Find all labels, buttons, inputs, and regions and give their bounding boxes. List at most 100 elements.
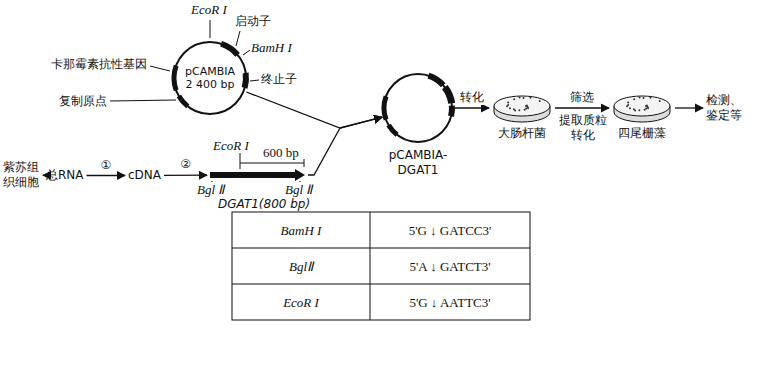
colony-dot — [514, 109, 516, 111]
plasmid-segment — [245, 73, 246, 88]
plasmid-backbone — [384, 74, 452, 142]
colony-dot — [527, 107, 529, 109]
colony-dot — [634, 109, 636, 111]
leader-line — [236, 31, 240, 46]
colony-dot — [513, 98, 515, 100]
colony-dot — [526, 105, 528, 107]
flow-arrow — [43, 175, 46, 176]
site-label: EcoR I — [190, 2, 228, 17]
flow-arrow — [555, 107, 609, 108]
table-line — [232, 248, 530, 249]
flow-arrow — [675, 107, 703, 108]
colony-dot — [627, 101, 629, 103]
plasmid-segment — [179, 96, 188, 106]
length-label: 600 bp — [262, 145, 300, 160]
colony-dot — [529, 97, 531, 99]
colony-dot — [633, 98, 635, 100]
node-text: pCAMBIA- DGAT1 — [380, 148, 456, 178]
colony-dot — [646, 105, 648, 107]
colony-dot — [507, 101, 509, 103]
plasmid-segment — [389, 125, 398, 135]
leader-line — [150, 66, 170, 71]
colony-dot — [643, 97, 645, 99]
edge-label: ② — [179, 157, 192, 172]
colony-dot — [644, 109, 646, 111]
petri-dish: 四尾栅藻 — [612, 92, 672, 141]
table-line — [232, 284, 530, 285]
site-label: BamH I — [250, 40, 293, 55]
colony-dot — [518, 109, 520, 111]
step-label: 提取质粒 — [558, 113, 608, 128]
colony-dot — [639, 97, 641, 99]
length-bracket — [304, 159, 305, 167]
part-label: 启动子 — [234, 14, 272, 29]
cdna-label: cDNA — [128, 168, 161, 183]
colony-dot — [524, 109, 526, 111]
recombinant-plasmid: pCAMBIA- DGAT1 — [380, 70, 456, 178]
flow-arrow — [455, 107, 489, 108]
petri-dish-drawing — [612, 92, 672, 124]
colony-dot — [626, 105, 628, 107]
colony-dot — [645, 108, 647, 110]
colony-dot — [659, 100, 661, 102]
colony-dot — [525, 108, 527, 110]
node-text: 紫苏组 织细胞 — [3, 160, 43, 190]
flow-arrow — [164, 175, 207, 176]
plasmid-segment — [221, 44, 237, 55]
node-text: 总RNA — [46, 168, 84, 183]
table-cell: 5'G ↓ AATTC3' — [370, 284, 530, 320]
node-text: pCAMBIA 2 400 bp — [180, 65, 240, 91]
gene-arrow-body — [210, 169, 305, 181]
table-border — [232, 212, 530, 320]
colony-dot — [638, 109, 640, 111]
table-line — [370, 212, 371, 320]
plasmid-circle: pCAMBIA 2 400 bp — [170, 38, 250, 118]
leader-line — [110, 100, 176, 101]
colony-dot — [509, 107, 511, 109]
node-text: cDNA — [128, 168, 161, 183]
table-cell: EcoR I — [232, 284, 370, 320]
node-text: 大肠杆菌 — [492, 126, 552, 141]
leader-line — [243, 50, 250, 55]
edge-label: 筛选 — [569, 90, 595, 105]
petri-dish-drawing — [492, 92, 552, 124]
node-text: DGAT1(800 bp) — [210, 197, 325, 212]
node-text: 检测、鉴定等 — [706, 93, 750, 123]
table-cell: BamH I — [232, 212, 370, 248]
colony-dot — [629, 107, 631, 109]
dish-top — [614, 96, 670, 116]
colony-dot — [539, 100, 541, 102]
leader-line — [250, 80, 259, 81]
colony-dot — [649, 97, 651, 99]
site-label: EcoR I — [212, 138, 250, 153]
table-cell: 5'A ↓ GATCT3' — [370, 248, 530, 284]
leader-line — [210, 20, 211, 38]
plasmid-segment — [429, 76, 444, 86]
table-cell: 5'G ↓ GATCC3' — [370, 212, 530, 248]
flow-arrow — [87, 175, 125, 176]
plasmid-segment — [384, 96, 386, 119]
plasmid-backbone — [174, 42, 246, 114]
flow-arrow — [308, 117, 382, 175]
edge-label: 转化 — [459, 90, 485, 105]
colony-dot — [523, 97, 525, 99]
plasmid-ring — [380, 70, 456, 146]
dish-top — [494, 96, 550, 116]
plasmid-segment — [445, 87, 452, 103]
plasmid-segment — [451, 106, 452, 117]
part-label: 终止子 — [260, 72, 298, 87]
step-label: 转化 — [570, 128, 596, 143]
part-label: 复制原点 — [58, 94, 108, 109]
edge-label: ① — [99, 158, 112, 173]
gene-arrow — [210, 169, 305, 181]
site-tick — [240, 153, 241, 169]
colony-dot — [647, 107, 649, 109]
colony-dot — [506, 105, 508, 107]
colony-dot — [519, 97, 521, 99]
rna-label: 总RNA — [46, 168, 84, 183]
node-text: 四尾栅藻 — [612, 126, 672, 141]
table-cell: BglⅡ — [232, 248, 370, 284]
